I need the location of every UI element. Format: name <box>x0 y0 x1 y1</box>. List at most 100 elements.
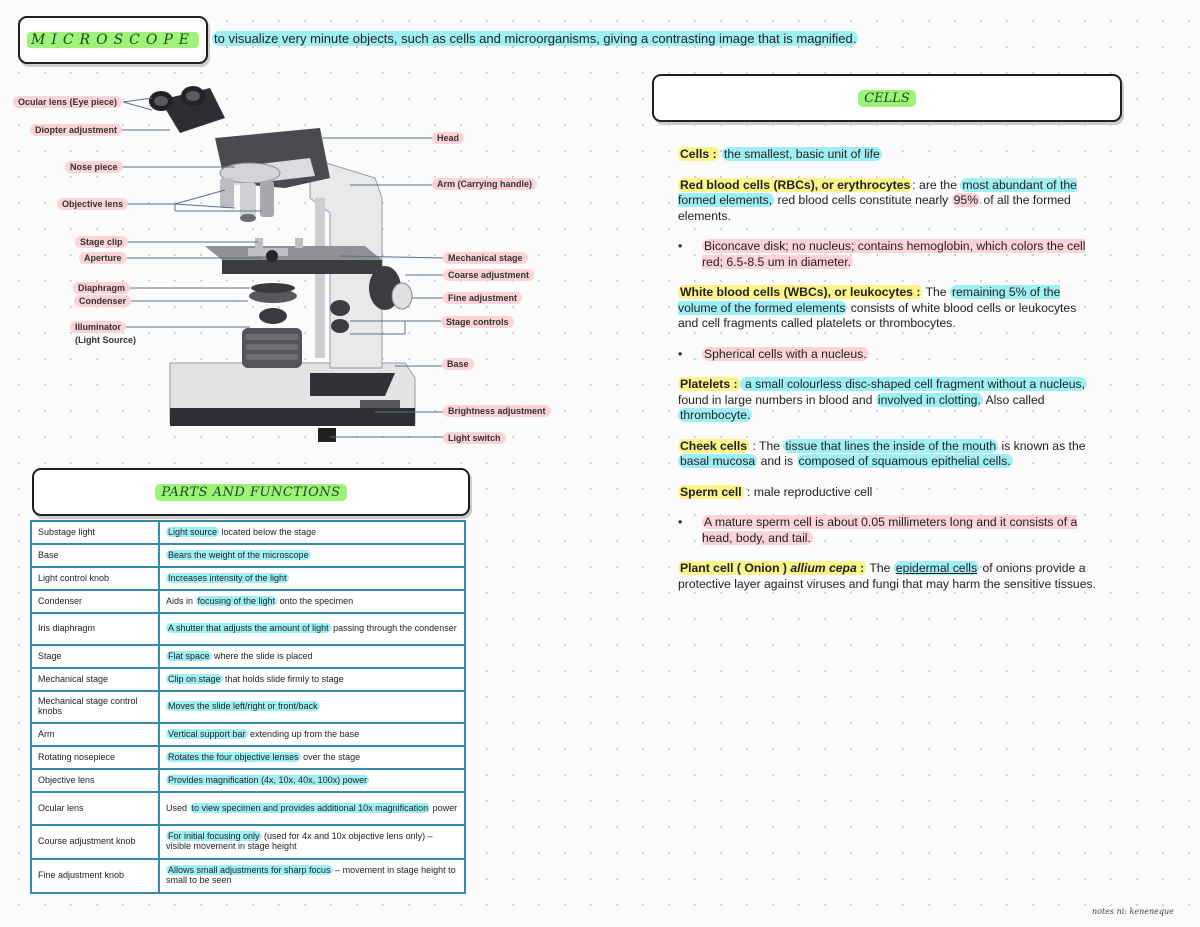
function-rest: – movement in stage height to small to b… <box>166 865 456 885</box>
plant-term-wrap: Plant cell ( Onion ) allium cepa : <box>678 561 867 575</box>
label-arm: Arm (Carrying handle) <box>432 178 538 190</box>
microscope-illustration <box>114 86 446 442</box>
cells-header: CELLS <box>652 74 1122 122</box>
rbc-bullet-text: Biconcave disk; no nucleus; contains hem… <box>702 239 1086 269</box>
cheek-term: Cheek cells <box>678 438 750 453</box>
label-objective-lens: Objective lens <box>57 198 129 210</box>
wbc-text-b: consists of white blood cells or leukocy… <box>678 300 1077 331</box>
function-highlight: Moves the slide left/right or front/back <box>166 701 320 712</box>
function-highlight: For initial focusing only <box>166 831 262 842</box>
platelets-definition: Platelets : a small colourless disc-shap… <box>678 377 1098 424</box>
function-rest: over the stage <box>300 751 361 762</box>
cells-def: the smallest, basic unit of life <box>721 147 882 161</box>
function-highlight: Allows small adjustments for sharp focus <box>166 865 333 876</box>
sperm-bullets: A mature sperm cell is about 0.05 millim… <box>678 515 1098 546</box>
cheek-highlight-1: tissue that lines the inside of the mout… <box>783 438 999 453</box>
part-function-cell: Provides magnification (4x, 10x, 40x, 10… <box>158 768 466 793</box>
function-highlight: Flat space <box>166 650 212 661</box>
rbc-bullets: Biconcave disk; no nucleus; contains hem… <box>678 239 1098 270</box>
function-rest: where the slide is placed <box>211 650 313 661</box>
part-name-cell: Iris diaphragm <box>30 612 160 646</box>
wbc-term: White blood cells (WBCs), or leukocytes … <box>678 285 923 299</box>
cells-content: Cells : the smallest, basic unit of life… <box>678 147 1098 607</box>
cheek-text-b: is known as the <box>998 438 1086 453</box>
platelets-text-b: Also called <box>982 392 1045 407</box>
part-name-cell: Stage <box>30 644 160 669</box>
function-rest: power <box>430 802 458 813</box>
cheek-text-c: and is <box>757 454 797 468</box>
function-highlight: Bears the weight of the microscope <box>166 549 311 560</box>
part-function-cell: Light source located below the stage <box>158 520 466 545</box>
part-name-cell: Substage light <box>30 520 160 545</box>
sperm-term: Sperm cell <box>678 484 744 499</box>
label-head: Head <box>432 132 465 144</box>
part-function-cell: For initial focusing only (used for 4x a… <box>158 824 466 860</box>
part-name-cell: Mechanical stage <box>30 667 160 692</box>
label-fine-adjustment: Fine adjustment <box>443 292 523 304</box>
platelets-highlight-2: involved in clotting. <box>875 392 983 407</box>
plant-text-b: of onions provide a protective layer aga… <box>678 561 1096 591</box>
wbc-bullet-text: Spherical cells with a nucleus. <box>702 346 869 361</box>
label-mechanical-stage: Mechanical stage <box>443 252 528 264</box>
function-rest: (used for 4x and 10x objective lens only… <box>166 831 433 851</box>
part-function-cell: Moves the slide left/right or front/back <box>158 690 466 724</box>
part-function-cell: Clip on stage that holds slide firmly to… <box>158 667 466 692</box>
plant-highlight: epidermal cells <box>893 561 980 575</box>
wbc-bullet: Spherical cells with a nucleus. <box>678 346 1098 363</box>
microscope-title-box: MICROSCOPE <box>18 16 208 64</box>
function-prefix: Used <box>166 802 190 813</box>
label-diopter: Diopter adjustment <box>30 124 123 136</box>
sperm-def: : male reproductive cell <box>743 484 873 499</box>
plant-colon: : <box>856 561 865 575</box>
plant-species: allium cepa <box>790 561 857 575</box>
rbc-text-b: red blood cells constitute nearly <box>774 193 952 207</box>
part-function-cell: Aids in focusing of the light onto the s… <box>158 589 466 614</box>
cells-term: Cells : <box>678 147 719 161</box>
rbc-definition: Red blood cells (RBCs), or erythrocytes:… <box>678 177 1098 225</box>
label-brightness: Brightness adjustment <box>443 405 551 417</box>
label-ocular-lens: Ocular lens (Eye piece) <box>13 96 123 108</box>
sperm-bullet: A mature sperm cell is about 0.05 millim… <box>678 515 1098 546</box>
plant-definition: Plant cell ( Onion ) allium cepa : The e… <box>678 561 1098 592</box>
function-highlight: Clip on stage <box>166 673 223 684</box>
function-highlight: Increases intensity of the light <box>166 572 289 583</box>
sperm-bullet-text: A mature sperm cell is about 0.05 millim… <box>702 515 1078 545</box>
table-row: Stage Flat space where the slide is place… <box>30 644 466 669</box>
function-highlight: to view specimen and provides additional… <box>189 802 431 813</box>
cells-title: CELLS <box>858 89 916 107</box>
part-name-cell: Arm <box>30 722 160 747</box>
sperm-definition: Sperm cell : male reproductive cell <box>678 484 1098 501</box>
wbc-bullets: Spherical cells with a nucleus. <box>678 346 1098 363</box>
rbc-term: Red blood cells (RBCs), or erythrocytes <box>678 177 913 192</box>
part-name-cell: Fine adjustment knob <box>30 858 160 894</box>
function-highlight: Rotates the four objective lenses <box>166 751 301 762</box>
label-stage-controls: Stage controls <box>441 316 514 328</box>
platelets-highlight-3: thrombocyte. <box>678 408 753 422</box>
part-function-cell: Used to view specimen and provides addit… <box>158 791 466 826</box>
part-name-cell: Course adjustment knob <box>30 824 160 860</box>
label-illuminator: Illuminator <box>70 321 127 333</box>
label-light-source: (Light Source) <box>75 335 136 345</box>
label-nose-piece: Nose piece <box>65 161 123 173</box>
label-light-switch: Light switch <box>443 432 506 444</box>
part-function-cell: Allows small adjustments for sharp focus… <box>158 858 466 894</box>
microscope-title: MICROSCOPE <box>26 32 199 48</box>
part-name-cell: Ocular lens <box>30 791 160 826</box>
cheek-definition: Cheek cells : The tissue that lines the … <box>678 438 1098 470</box>
rbc-highlight-2: 95% <box>951 193 981 207</box>
cheek-highlight-2: basal mucosa <box>678 454 758 468</box>
label-stage-clip: Stage clip <box>75 236 128 248</box>
rbc-text-c: of all the formed elements. <box>678 193 1071 223</box>
wbc-definition: White blood cells (WBCs), or leukocytes … <box>678 285 1098 332</box>
platelets-highlight-1: a small colourless disc-shaped cell frag… <box>739 377 1088 391</box>
